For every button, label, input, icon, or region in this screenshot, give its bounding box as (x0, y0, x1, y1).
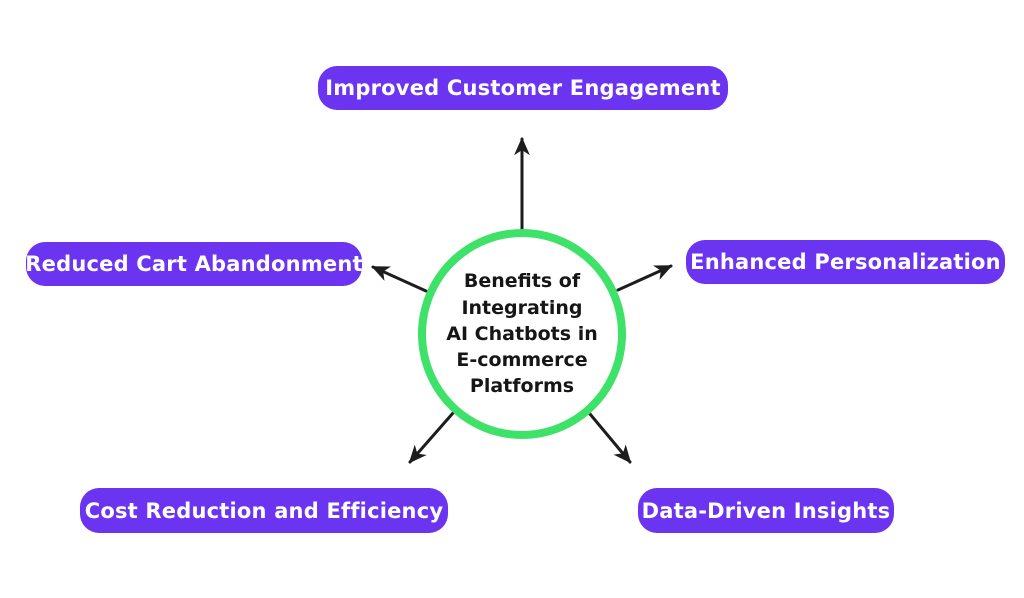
benefit-label: Enhanced Personalization (690, 250, 1001, 274)
benefit-node-reduced-cart-abandonment: Reduced Cart Abandonment (25, 242, 363, 286)
arrow-to-bottom-right (588, 412, 632, 464)
benefit-node-enhanced-personalization: Enhanced Personalization (686, 240, 1005, 284)
benefit-node-data-driven-insights: Data-Driven Insights (638, 488, 894, 533)
benefit-node-cost-reduction-and-efficiency: Cost Reduction and Efficiency (80, 488, 448, 533)
benefit-label: Improved Customer Engagement (325, 76, 721, 100)
arrow-to-bottom-left (408, 411, 455, 464)
center-title-line: E-commerce (456, 349, 588, 372)
arrow-to-left (371, 265, 428, 293)
benefit-label: Reduced Cart Abandonment (25, 252, 363, 276)
center-topic-title: Benefits of Integrating AI Chatbots in E… (446, 268, 597, 399)
center-topic-node: Benefits of Integrating AI Chatbots in E… (418, 229, 626, 439)
benefit-label: Data-Driven Insights (641, 498, 891, 523)
benefit-node-improved-customer-engagement: Improved Customer Engagement (318, 66, 728, 110)
benefit-label: Cost Reduction and Efficiency (84, 498, 444, 523)
center-title-line: Benefits of (463, 270, 581, 293)
arrow-to-right (616, 264, 673, 292)
center-title-line: Platforms (469, 375, 575, 398)
center-title-line: Integrating (461, 296, 583, 319)
center-title-line: AI Chatbots in (446, 322, 598, 345)
